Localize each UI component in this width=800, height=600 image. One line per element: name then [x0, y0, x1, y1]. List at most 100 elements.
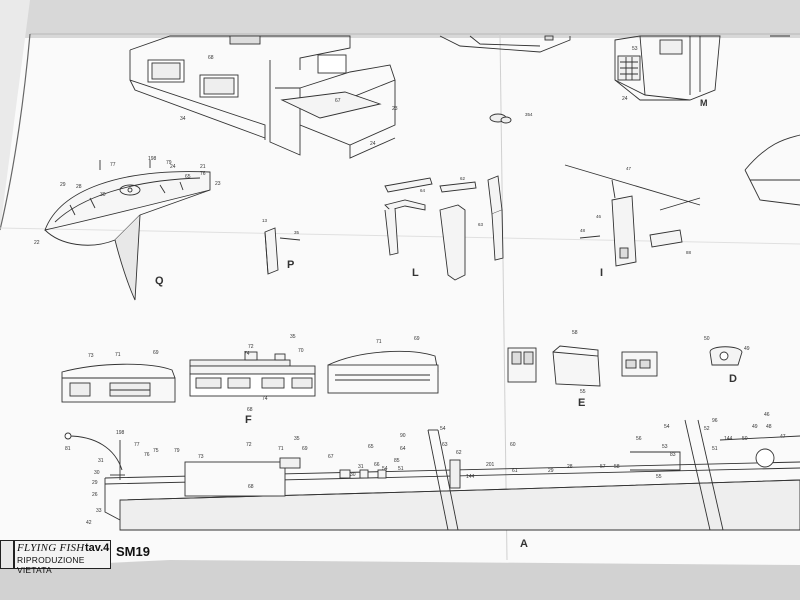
- label-f: F: [245, 414, 252, 426]
- svg-text:71: 71: [115, 352, 121, 358]
- svg-text:71: 71: [278, 446, 284, 452]
- svg-text:67: 67: [335, 98, 341, 104]
- title-block-box: FLYING FISH tav.4 RIPRODUZIONE VIETATA: [14, 540, 111, 575]
- svg-text:198: 198: [116, 430, 125, 436]
- svg-text:28: 28: [76, 184, 82, 190]
- copyright-notice: RIPRODUZIONE VIETATA: [17, 555, 85, 575]
- svg-text:53: 53: [662, 444, 668, 450]
- svg-text:69: 69: [153, 350, 159, 356]
- svg-text:75: 75: [153, 448, 159, 454]
- svg-text:70: 70: [298, 348, 304, 354]
- label-p: P: [287, 259, 294, 271]
- right-bow-fragment: [744, 134, 800, 206]
- svg-text:46: 46: [764, 412, 770, 418]
- svg-text:68: 68: [248, 484, 254, 490]
- svg-text:88: 88: [686, 250, 692, 255]
- svg-text:60: 60: [510, 442, 516, 448]
- svg-text:54: 54: [664, 424, 670, 430]
- svg-text:35: 35: [294, 436, 300, 442]
- label-d: D: [729, 373, 737, 385]
- svg-text:50: 50: [742, 436, 748, 442]
- row-f-drawing: [61, 350, 439, 403]
- svg-text:52: 52: [704, 426, 710, 432]
- svg-text:49: 49: [752, 424, 758, 430]
- svg-text:58: 58: [572, 330, 578, 336]
- svg-text:47: 47: [626, 166, 632, 171]
- kit-code: SM19: [116, 544, 150, 559]
- svg-text:57: 57: [600, 464, 606, 470]
- label-q: Q: [155, 275, 164, 287]
- part-i-numbers: 47 46 48 88: [580, 166, 692, 255]
- svg-text:23: 23: [392, 106, 398, 112]
- svg-text:28: 28: [567, 464, 573, 470]
- svg-text:35: 35: [290, 334, 296, 340]
- svg-text:53: 53: [632, 46, 638, 52]
- svg-text:55: 55: [656, 474, 662, 480]
- svg-text:62: 62: [460, 176, 466, 181]
- label-i: I: [600, 267, 603, 279]
- bow-q-parts: 198 79 77 24 21 76 29 28 30 65 22 23: [34, 156, 221, 246]
- model-name: FLYING FISH: [17, 542, 85, 554]
- svg-text:24: 24: [170, 164, 176, 170]
- svg-text:90: 90: [400, 433, 406, 439]
- svg-text:30: 30: [100, 192, 106, 198]
- svg-text:74: 74: [244, 351, 250, 357]
- svg-text:76: 76: [200, 171, 206, 177]
- svg-text:55: 55: [580, 389, 586, 395]
- svg-text:35: 35: [294, 230, 300, 235]
- label-m: M: [700, 98, 708, 108]
- svg-text:61: 61: [512, 468, 518, 474]
- row-e-drawing: [507, 345, 658, 387]
- svg-text:77: 77: [110, 162, 116, 168]
- svg-text:69: 69: [414, 336, 420, 342]
- svg-text:42: 42: [86, 520, 92, 526]
- svg-text:26: 26: [92, 492, 98, 498]
- svg-text:48: 48: [766, 424, 772, 430]
- svg-text:63: 63: [442, 442, 448, 448]
- svg-text:69: 69: [302, 446, 308, 452]
- svg-text:65: 65: [185, 174, 191, 180]
- part-p-numbers: 13 35: [262, 218, 300, 235]
- svg-text:85: 85: [394, 458, 400, 464]
- svg-text:30: 30: [94, 470, 100, 476]
- top-fragment-drawing: [439, 35, 571, 53]
- label-a: A: [520, 538, 528, 550]
- svg-text:46: 46: [596, 214, 602, 219]
- svg-text:34: 34: [180, 116, 186, 122]
- svg-text:13: 13: [262, 218, 268, 223]
- svg-text:22: 22: [34, 240, 40, 246]
- svg-text:198: 198: [148, 156, 157, 162]
- svg-text:29: 29: [548, 468, 554, 474]
- deckhouse-drawing: [129, 35, 396, 159]
- svg-text:24: 24: [370, 141, 376, 147]
- hull-a-numbers: 81 198 77 31 30 29 26 33 42 76 75 79 73 …: [65, 412, 786, 526]
- svg-text:50: 50: [704, 336, 710, 342]
- svg-text:56: 56: [636, 436, 642, 442]
- part-d-drawing: [709, 346, 743, 366]
- svg-text:47: 47: [780, 434, 786, 440]
- svg-text:73: 73: [88, 353, 94, 359]
- svg-text:73: 73: [198, 454, 204, 460]
- svg-text:31: 31: [98, 458, 104, 464]
- svg-text:29: 29: [92, 480, 98, 486]
- svg-text:79: 79: [174, 448, 180, 454]
- row-e-numbers: 58 55: [572, 330, 586, 395]
- svg-text:49: 49: [744, 346, 750, 352]
- svg-text:72: 72: [248, 344, 254, 350]
- svg-text:62: 62: [456, 450, 462, 456]
- svg-text:66: 66: [374, 462, 380, 468]
- row-f-numbers: 73 71 69 72 74 35 70 68 74 71 69: [88, 334, 420, 413]
- svg-text:74: 74: [262, 396, 268, 402]
- part-l-drawing: [384, 175, 504, 281]
- bow-q-drawing: [44, 160, 211, 301]
- part-p-drawing: [264, 227, 301, 275]
- small-part-drawing: [489, 113, 512, 124]
- small-part-number: 354: [525, 112, 533, 117]
- svg-text:201: 201: [486, 462, 495, 468]
- svg-text:51: 51: [398, 466, 404, 472]
- svg-text:79: 79: [166, 160, 172, 166]
- svg-text:76: 76: [144, 452, 150, 458]
- svg-text:63: 63: [478, 222, 484, 227]
- svg-text:54: 54: [440, 426, 446, 432]
